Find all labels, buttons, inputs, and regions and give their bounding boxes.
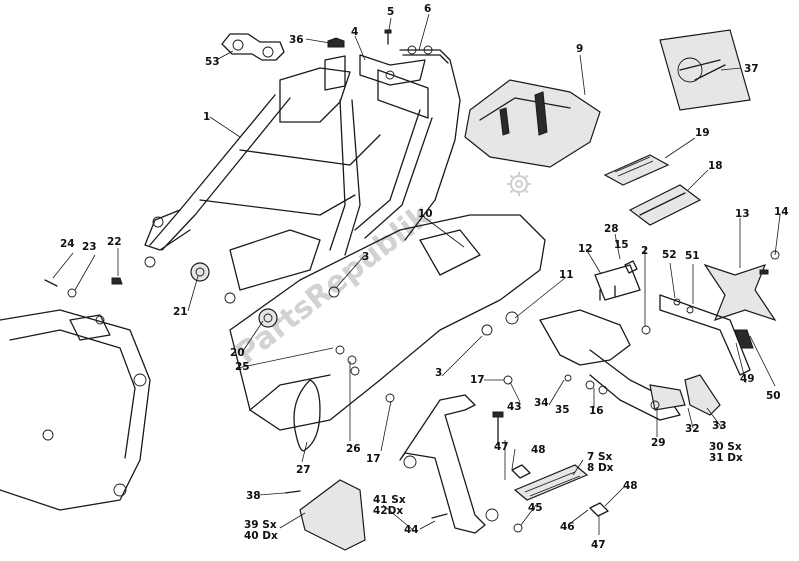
part-39-40-heel-guard <box>299 479 366 551</box>
callout-40-dx: 40 Dx <box>244 530 278 542</box>
callout-46: 46 <box>560 521 575 533</box>
part-21-bushing <box>190 262 210 282</box>
callout-16: 16 <box>589 405 604 417</box>
part-49-bracket <box>659 294 751 376</box>
callout-9: 9 <box>576 43 583 55</box>
callout-32: 32 <box>685 423 700 435</box>
callout-4: 4 <box>351 26 358 38</box>
callout-52: 52 <box>662 249 677 261</box>
callout-28: 28 <box>604 223 619 235</box>
callout-47-lower: 47 <box>591 539 606 551</box>
callout-43: 43 <box>507 401 522 413</box>
part-1-rear-subframe <box>144 55 433 304</box>
callout-37: 37 <box>744 63 759 75</box>
part-4-top-mount <box>359 54 426 86</box>
part-53-bracket <box>221 33 285 61</box>
callout-14: 14 <box>774 206 789 218</box>
callout-17-right: 17 <box>470 374 485 386</box>
callout-1: 1 <box>203 111 210 123</box>
callout-8-dx: 8 Dx <box>587 462 614 474</box>
callout-47-upper: 47 <box>494 441 509 453</box>
callout-20: 20 <box>230 347 245 359</box>
part-32-33-indicator <box>649 374 721 416</box>
callout-36: 36 <box>289 34 304 46</box>
callout-33: 33 <box>712 420 727 432</box>
callout-22: 22 <box>107 236 122 248</box>
callout-2: 2 <box>641 245 648 257</box>
callout-44: 44 <box>404 524 419 536</box>
part-28-light <box>594 264 641 301</box>
callout-50: 50 <box>766 390 781 402</box>
part-15-bulb <box>624 260 638 274</box>
part-18-tool-pouch <box>628 184 702 226</box>
callout-18: 18 <box>708 160 723 172</box>
small-fasteners <box>328 250 780 410</box>
part-27-strap <box>293 379 321 452</box>
callout-13: 13 <box>735 208 750 220</box>
callout-38: 38 <box>246 490 261 502</box>
callout-7-sx: 7 Sx <box>587 451 613 463</box>
callout-29: 29 <box>651 437 666 449</box>
part-19-label <box>603 154 670 186</box>
callout-10: 10 <box>418 208 433 220</box>
callout-21: 21 <box>173 306 188 318</box>
callout-23: 23 <box>82 241 97 253</box>
callout-17-left: 17 <box>366 453 381 465</box>
callout-41-sx: 41 Sx <box>373 494 406 506</box>
part-41-42-peg-bracket <box>399 394 499 534</box>
part-38-bolt <box>284 490 301 494</box>
callout-5: 5 <box>387 6 394 18</box>
callout-53: 53 <box>205 56 220 68</box>
part-22-23-24-fasteners <box>44 277 123 298</box>
callout-6: 6 <box>424 3 431 15</box>
callout-26: 26 <box>346 443 361 455</box>
callout-24: 24 <box>60 238 75 250</box>
part-37-inset <box>659 29 751 111</box>
part-44-45-pins <box>431 513 523 533</box>
part-20-bushing <box>258 308 278 328</box>
callout-39-sx: 39 Sx <box>244 519 277 531</box>
watermark-gear-icon <box>507 172 531 196</box>
part-12-tail-section <box>539 309 681 421</box>
callout-12: 12 <box>578 243 593 255</box>
callout-27: 27 <box>296 464 311 476</box>
part-10-rear-fender <box>229 214 546 431</box>
part-6-cable <box>399 45 461 241</box>
callout-51: 51 <box>685 250 700 262</box>
callout-31-dx: 31 Dx <box>709 452 743 464</box>
callout-35: 35 <box>555 404 570 416</box>
part-50-reflector <box>734 329 754 349</box>
callout-48-upper: 48 <box>531 444 546 456</box>
callout-3-upper: 3 <box>362 251 369 263</box>
part-main-frame-left <box>0 309 151 511</box>
part-43-bolt <box>492 411 504 446</box>
part-9-battery-tray <box>464 79 601 168</box>
callout-34: 34 <box>534 397 549 409</box>
part-5-screw <box>384 29 392 45</box>
callout-49: 49 <box>740 373 755 385</box>
callout-labels: 53 1 36 4 5 6 9 37 19 18 13 14 10 28 15 … <box>60 3 789 551</box>
part-13-plate-holder <box>703 263 777 322</box>
callout-45: 45 <box>528 502 543 514</box>
part-36-cap <box>327 37 345 48</box>
callout-42-dx: 42Dx <box>373 505 403 517</box>
callout-19: 19 <box>695 127 710 139</box>
leader-lines <box>52 13 781 535</box>
part-46-footpeg <box>513 464 589 501</box>
callout-3-lower: 3 <box>435 367 442 379</box>
callout-15: 15 <box>614 239 629 251</box>
callout-30-sx: 30 Sx <box>709 441 742 453</box>
watermark: PartsRepublik <box>229 172 531 371</box>
callout-11: 11 <box>559 269 574 281</box>
callout-25: 25 <box>235 361 250 373</box>
part-48-plates <box>511 464 609 517</box>
callout-48-lower: 48 <box>623 480 638 492</box>
